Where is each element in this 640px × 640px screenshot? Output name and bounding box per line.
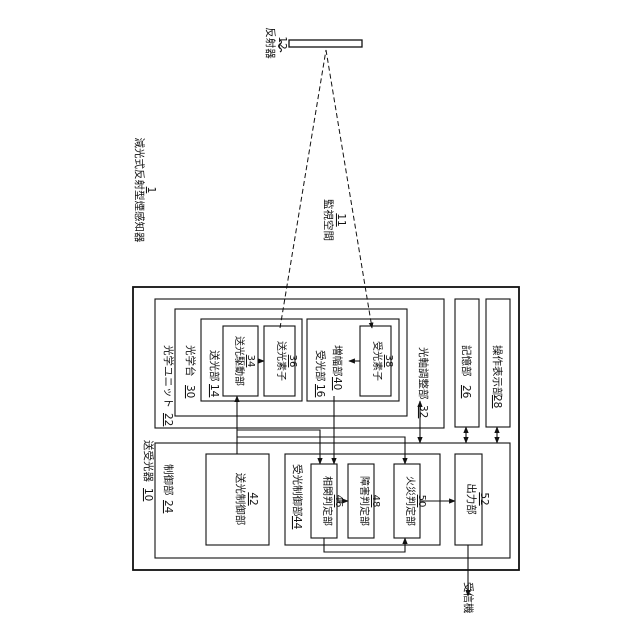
svg-text:22: 22 <box>162 413 174 426</box>
svg-text:32: 32 <box>417 405 429 418</box>
amplifier-label: 増幅部 40 <box>331 345 344 390</box>
space-label: 監視空間 11 <box>322 199 347 241</box>
detector-title: 減光式反射型煙感知器 1 <box>133 138 157 243</box>
svg-text:出力部: 出力部 <box>465 483 478 515</box>
svg-text:42: 42 <box>247 492 259 505</box>
operation-display-label: 操作表示部 28 <box>491 345 504 408</box>
svg-text:送光素子: 送光素子 <box>275 341 288 381</box>
svg-text:14: 14 <box>208 384 220 398</box>
svg-text:40: 40 <box>331 377 343 390</box>
svg-text:反射器: 反射器 <box>264 27 277 59</box>
svg-text:光学ユニット: 光学ユニット <box>162 345 175 408</box>
svg-text:送受光器: 送受光器 <box>142 440 155 482</box>
svg-text:増幅部: 増幅部 <box>331 345 344 377</box>
emission-to-correlation-line <box>237 430 320 464</box>
svg-text:送光制御部: 送光制御部 <box>234 473 247 526</box>
svg-text:24: 24 <box>162 500 174 514</box>
optical-unit-box <box>155 299 444 428</box>
emission-control-label: 送光制御部 42 <box>234 473 259 526</box>
svg-text:44: 44 <box>291 516 303 530</box>
storage-label: 記憶部 26 <box>460 345 473 399</box>
receiver-unit-label: 受信機 <box>462 582 475 614</box>
svg-text:光学台: 光学台 <box>184 345 197 377</box>
svg-text:36: 36 <box>287 355 298 368</box>
svg-text:受光部: 受光部 <box>314 350 327 382</box>
emission-to-fire-line <box>237 437 405 464</box>
svg-text:火災判定部: 火災判定部 <box>404 476 417 526</box>
svg-text:16: 16 <box>314 384 326 398</box>
svg-text:光軸調整部: 光軸調整部 <box>417 347 430 400</box>
reflector <box>289 40 362 47</box>
svg-text:制御部: 制御部 <box>162 464 175 496</box>
svg-text:10: 10 <box>142 488 154 501</box>
svg-text:11: 11 <box>335 213 347 226</box>
svg-text:28: 28 <box>491 395 503 408</box>
emitter-section-label: 送光部 14 <box>208 350 221 398</box>
svg-text:送光駆動部: 送光駆動部 <box>233 336 246 386</box>
reception-control-label: 受光制御部 44 <box>291 464 304 530</box>
axis-adjust-label: 光軸調整部 32 <box>417 347 430 418</box>
transceiver-label: 送受光器 10 <box>142 440 155 501</box>
svg-text:監視空間: 監視空間 <box>322 199 335 241</box>
svg-text:38: 38 <box>383 355 394 368</box>
svg-text:相関判定部: 相関判定部 <box>321 476 334 526</box>
svg-text:減光式反射型煙感知器: 減光式反射型煙感知器 <box>133 138 146 243</box>
optical-bench-label: 光学台 30 <box>184 345 197 398</box>
optical-unit-label: 光学ユニット 22 <box>162 345 175 426</box>
svg-text:30: 30 <box>184 385 196 398</box>
emitter-driver-label: 送光駆動部 34 <box>233 336 256 386</box>
svg-text:受信機: 受信機 <box>462 582 475 614</box>
svg-text:記憶部: 記憶部 <box>460 345 473 377</box>
fault-label: 障害判定部 48 <box>358 476 381 526</box>
svg-text:受光素子: 受光素子 <box>371 341 384 381</box>
svg-text:障害判定部: 障害判定部 <box>358 476 371 526</box>
controller-label: 制御部 24 <box>162 464 175 514</box>
svg-text:26: 26 <box>460 385 472 399</box>
svg-text:34: 34 <box>245 355 256 368</box>
output-label: 出力部 52 <box>465 483 490 515</box>
svg-text:1: 1 <box>145 187 157 194</box>
svg-text:送光部: 送光部 <box>208 350 221 382</box>
reflector-label: 反射器 12 <box>264 27 288 59</box>
svg-text:12: 12 <box>276 36 288 49</box>
svg-text:操作表示部: 操作表示部 <box>491 345 504 398</box>
receiver-section-label: 受光部 16 <box>314 350 327 398</box>
svg-text:52: 52 <box>478 492 490 505</box>
svg-text:48: 48 <box>370 495 381 508</box>
svg-text:受光制御部: 受光制御部 <box>291 464 304 517</box>
